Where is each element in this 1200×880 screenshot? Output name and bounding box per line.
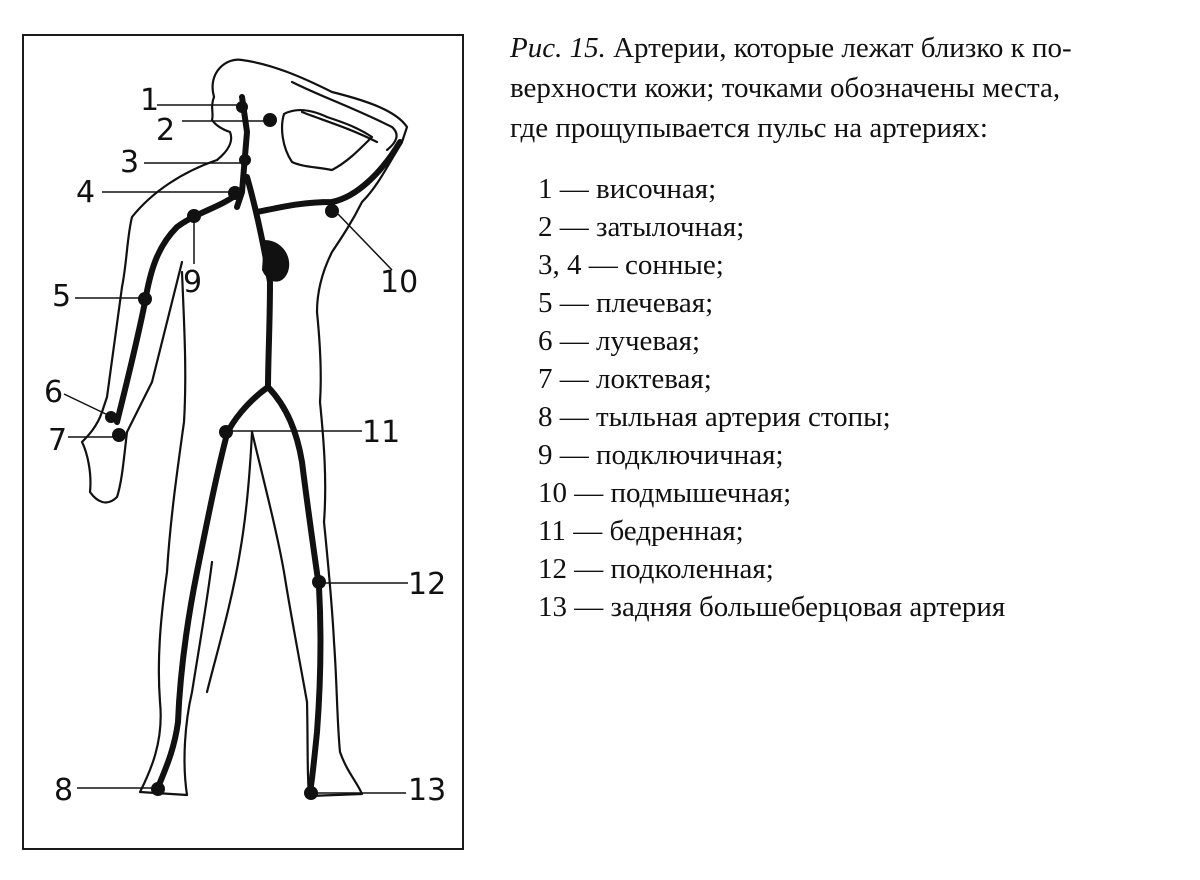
figure-label-11: 11 bbox=[362, 415, 401, 450]
legend-item: 3, 4 — сонные; bbox=[538, 249, 724, 281]
pulse-point-6 bbox=[105, 411, 117, 423]
legend-item: 2 — затылочная; bbox=[538, 211, 745, 243]
pulse-point-11 bbox=[219, 425, 233, 439]
figure-label-6: 6 bbox=[44, 375, 64, 410]
pulse-point-13 bbox=[304, 786, 318, 800]
figure-label-5: 5 bbox=[52, 279, 72, 314]
arteries-legend: 1 — височная; 2 — затылочная; 3, 4 — сон… bbox=[538, 170, 1005, 626]
figure-label-1: 1 bbox=[140, 83, 160, 118]
legend-item: 1 — височная; bbox=[538, 173, 717, 205]
figure-label-13: 13 bbox=[408, 773, 447, 808]
legend-item: 13 — задняя большеберцовая артерия bbox=[538, 591, 1006, 623]
pulse-point-12 bbox=[312, 575, 326, 589]
legend-item: 10 — подмышечная; bbox=[538, 477, 792, 509]
pulse-point-4 bbox=[228, 186, 242, 200]
figure-label-2: 2 bbox=[156, 113, 176, 148]
legend-item: 7 — локтевая; bbox=[538, 363, 712, 395]
legend-item: 11 — бедренная; bbox=[538, 515, 744, 547]
figure-label-8: 8 bbox=[54, 773, 74, 808]
figure-caption: Рис. 15. Артерии, которые лежат близко к… bbox=[510, 28, 1190, 148]
legend-item: 8 — тыльная артерия стопы; bbox=[538, 401, 891, 433]
figure-label-10: 10 bbox=[380, 265, 419, 300]
pulse-point-5 bbox=[138, 292, 152, 306]
legend-item: 12 — подколенная; bbox=[538, 553, 774, 585]
caption-line-2: верхности кожи; точками обозначены места… bbox=[510, 72, 1061, 104]
pulse-point-3 bbox=[239, 154, 251, 166]
figure-label-7: 7 bbox=[48, 423, 68, 458]
body-arteries-illustration bbox=[63, 58, 409, 800]
legend-item: 6 — лучевая; bbox=[538, 325, 701, 357]
legend-item: 9 — подключичная; bbox=[538, 439, 784, 471]
pulse-point-8 bbox=[151, 782, 165, 796]
pulse-point-7 bbox=[112, 428, 126, 442]
caption-line-3: где прощупывается пульс на артериях: bbox=[510, 112, 988, 144]
figure-label-12: 12 bbox=[408, 567, 447, 602]
pulse-points bbox=[105, 101, 339, 800]
figure-label-3: 3 bbox=[120, 145, 140, 180]
pulse-point-9 bbox=[187, 209, 201, 223]
figure-label-4: 4 bbox=[76, 175, 96, 210]
legend-item: 5 — плечевая; bbox=[538, 287, 714, 319]
leader-lines bbox=[63, 104, 408, 794]
pulse-point-1 bbox=[236, 101, 248, 113]
heart-shape bbox=[262, 240, 290, 282]
pulse-point-2 bbox=[263, 113, 277, 127]
body-outline bbox=[80, 58, 409, 798]
pulse-point-10 bbox=[325, 204, 339, 218]
caption-line-1: Рис. 15. Артерии, которые лежат близко к… bbox=[510, 32, 1072, 64]
arteries-figure: 1 2 3 4 5 9 10 6 7 11 12 8 13 bbox=[22, 34, 464, 850]
figure-label-9: 9 bbox=[183, 265, 203, 300]
figure-reference: Рис. 15. bbox=[510, 32, 606, 64]
